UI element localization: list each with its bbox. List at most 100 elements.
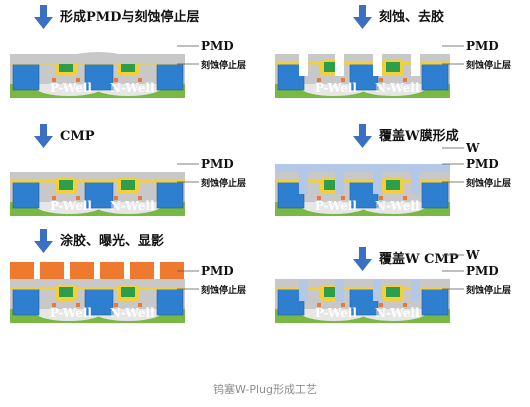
gate xyxy=(59,62,73,72)
source-drain xyxy=(52,78,56,82)
source-drain xyxy=(341,303,345,307)
photoresist-block xyxy=(100,262,124,279)
photoresist-block xyxy=(10,262,34,279)
tungsten-plug xyxy=(373,172,382,194)
sti-block xyxy=(84,63,114,91)
contact-hole xyxy=(411,54,420,76)
callout-label: W xyxy=(465,141,480,155)
source-drain xyxy=(317,78,321,82)
contact-hole xyxy=(373,54,382,76)
source-drain xyxy=(317,303,321,307)
n-well-label: N-Well xyxy=(375,199,420,213)
callout-label: 刻蚀停止层 xyxy=(466,59,511,71)
tungsten-plug xyxy=(335,172,344,194)
sti-block xyxy=(156,63,184,91)
sti-block xyxy=(156,288,184,316)
step-label: 涂胶、曝光、显影 xyxy=(60,233,164,249)
source-drain xyxy=(403,78,407,82)
tungsten-film xyxy=(275,164,450,172)
p-well-label: P-Well xyxy=(315,199,357,213)
photoresist-block xyxy=(160,262,184,279)
tungsten-plug xyxy=(411,172,420,194)
callout-label: 刻蚀停止层 xyxy=(466,284,511,296)
pmd-bump xyxy=(10,52,185,64)
callout-label: PMD xyxy=(466,157,499,171)
gate xyxy=(59,180,73,190)
gate xyxy=(121,62,135,72)
callout-label: PMD xyxy=(466,39,499,53)
source-drain xyxy=(76,303,80,307)
sti-block xyxy=(84,288,114,316)
source-drain xyxy=(403,196,407,200)
cross-section-6: P-Well N-Well xyxy=(275,279,450,323)
etch-stop-layer xyxy=(275,180,450,183)
source-drain xyxy=(52,303,56,307)
etch-stop-layer xyxy=(275,287,450,290)
n-well-label: N-Well xyxy=(375,306,420,320)
process-arrow xyxy=(353,124,372,148)
step-label: 覆盖W膜形成 xyxy=(379,128,459,144)
process-arrow xyxy=(34,229,53,253)
source-drain xyxy=(379,303,383,307)
sti-block xyxy=(421,288,449,316)
gate xyxy=(386,287,400,297)
cross-section-5: P-Well N-Well xyxy=(275,164,450,216)
step-label: CMP xyxy=(60,129,95,144)
p-well-label: P-Well xyxy=(315,81,357,95)
gate xyxy=(324,180,338,190)
gate xyxy=(121,180,135,190)
process-arrow xyxy=(34,124,53,148)
sti-block xyxy=(84,181,114,209)
callout-label: 刻蚀停止层 xyxy=(201,59,246,71)
p-well-label: P-Well xyxy=(50,199,92,213)
sti-block xyxy=(156,181,184,209)
callout-label: PMD xyxy=(201,39,234,53)
source-drain xyxy=(341,78,345,82)
gate xyxy=(386,62,400,72)
process-arrow xyxy=(34,5,53,29)
source-drain xyxy=(76,196,80,200)
callout-label: PMD xyxy=(466,264,499,278)
n-well-label: N-Well xyxy=(110,306,155,320)
source-drain xyxy=(341,196,345,200)
tungsten-plug xyxy=(373,279,382,301)
gate xyxy=(386,180,400,190)
cross-section-3: P-Well N-Well xyxy=(10,262,185,323)
p-well-label: P-Well xyxy=(315,306,357,320)
callout-label: 刻蚀停止层 xyxy=(466,177,511,189)
sti-block xyxy=(421,181,449,209)
tungsten-plug xyxy=(299,172,308,194)
process-arrow xyxy=(353,247,372,271)
source-drain xyxy=(403,303,407,307)
step-label: 刻蚀、去胶 xyxy=(379,9,444,25)
callout-label: 刻蚀停止层 xyxy=(201,177,246,189)
gate xyxy=(121,287,135,297)
source-drain xyxy=(379,196,383,200)
tungsten-plug xyxy=(335,279,344,301)
source-drain xyxy=(379,78,383,82)
tungsten-plug xyxy=(411,279,420,301)
source-drain xyxy=(138,78,142,82)
step-label: 形成PMD与刻蚀停止层 xyxy=(60,9,199,25)
p-well-label: P-Well xyxy=(50,306,92,320)
photoresist-block xyxy=(70,262,94,279)
source-drain xyxy=(114,78,118,82)
source-drain xyxy=(138,196,142,200)
etch-stop-layer xyxy=(275,62,450,65)
callout-label: 刻蚀停止层 xyxy=(201,284,246,296)
contact-hole xyxy=(335,54,344,76)
sti-block xyxy=(421,63,449,91)
source-drain xyxy=(52,196,56,200)
gate xyxy=(324,62,338,72)
source-drain xyxy=(76,78,80,82)
figure-caption: 钨塞W-Plug形成工艺 xyxy=(212,383,318,396)
callout-label: W xyxy=(465,248,480,262)
callout-label: PMD xyxy=(201,157,234,171)
contact-hole xyxy=(299,54,308,76)
sti-block xyxy=(12,288,40,316)
photoresist-block xyxy=(130,262,154,279)
